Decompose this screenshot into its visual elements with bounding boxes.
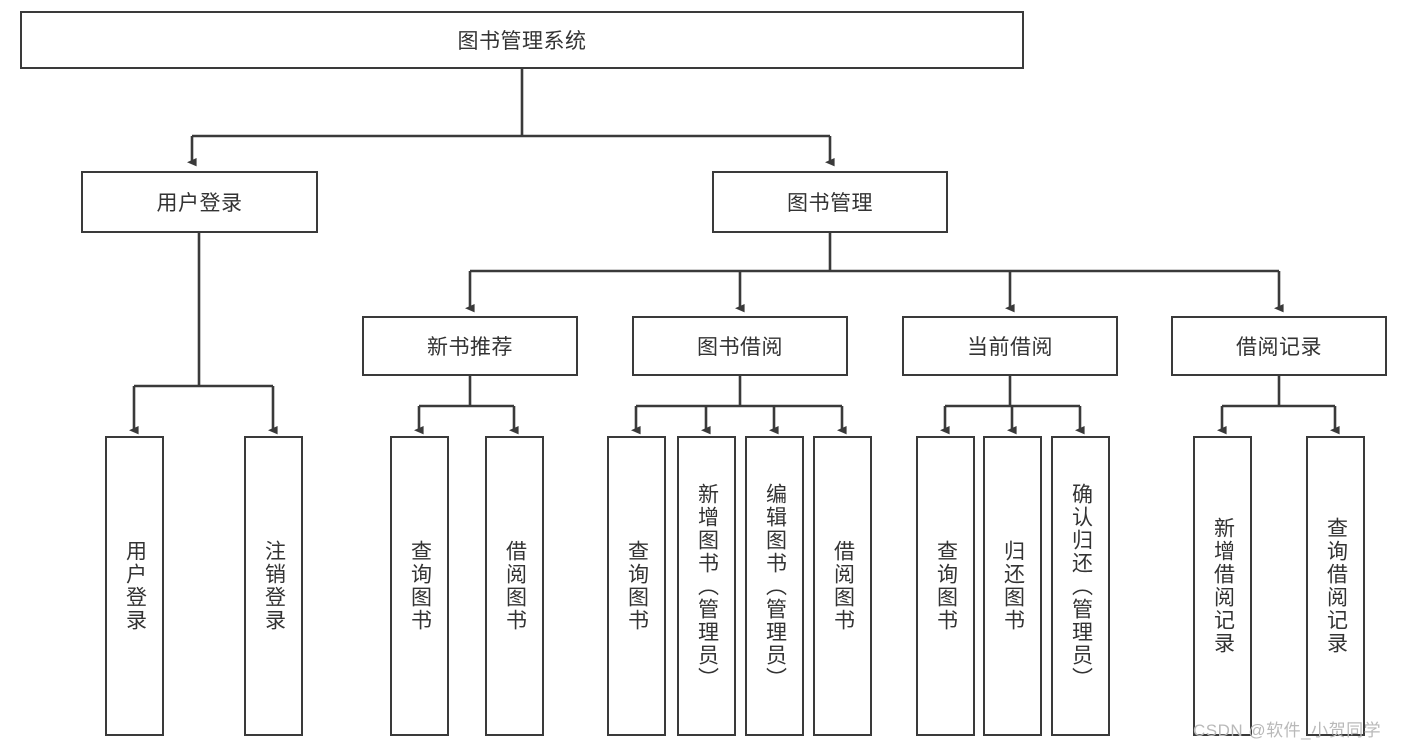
leaf-user-login-2-label: 注销登录 [262, 540, 286, 632]
node-book-borrow-label: 图书借阅 [697, 336, 783, 359]
node-user-login-label: 用户登录 [156, 192, 243, 215]
leaf-borrow-record-1[interactable]: 新增借阅记录 [1193, 436, 1252, 736]
leaf-current-borrow-3-label: 确认归还（管理员） [1069, 482, 1093, 690]
node-new-book-recommend-label: 新书推荐 [427, 336, 513, 359]
leaf-borrow-record-2[interactable]: 查询借阅记录 [1306, 436, 1365, 736]
node-book-borrow[interactable]: 图书借阅 [632, 316, 848, 376]
node-book-manage[interactable]: 图书管理 [712, 171, 948, 233]
csdn-watermark: CSDN @软件_小贺同学 [1193, 721, 1382, 740]
leaf-borrow-record-1-label: 新增借阅记录 [1211, 517, 1235, 655]
node-user-login[interactable]: 用户登录 [81, 171, 318, 233]
leaf-book-borrow-4-label: 借阅图书 [831, 540, 855, 632]
leaf-current-borrow-3[interactable]: 确认归还（管理员） [1051, 436, 1110, 736]
leaf-book-borrow-2[interactable]: 新增图书（管理员） [677, 436, 736, 736]
leaf-current-borrow-1-label: 查询图书 [934, 540, 958, 632]
leaf-user-login-1[interactable]: 用户登录 [105, 436, 164, 736]
node-borrow-record-label: 借阅记录 [1236, 336, 1322, 359]
leaf-book-borrow-1-label: 查询图书 [625, 540, 649, 632]
leaf-book-borrow-1[interactable]: 查询图书 [607, 436, 666, 736]
leaf-book-borrow-3[interactable]: 编辑图书（管理员） [745, 436, 804, 736]
leaf-user-login-2[interactable]: 注销登录 [244, 436, 303, 736]
node-current-borrow[interactable]: 当前借阅 [902, 316, 1118, 376]
leaf-new-book-1-label: 查询图书 [408, 540, 432, 632]
leaf-current-borrow-2-label: 归还图书 [1001, 540, 1025, 632]
node-root-label: 图书管理系统 [457, 30, 587, 53]
node-root[interactable]: 图书管理系统 [20, 11, 1024, 69]
leaf-book-borrow-2-label: 新增图书（管理员） [695, 482, 719, 690]
node-current-borrow-label: 当前借阅 [967, 336, 1053, 359]
leaf-new-book-2[interactable]: 借阅图书 [485, 436, 544, 736]
node-borrow-record[interactable]: 借阅记录 [1171, 316, 1387, 376]
leaf-book-borrow-4[interactable]: 借阅图书 [813, 436, 872, 736]
leaf-book-borrow-3-label: 编辑图书（管理员） [763, 482, 787, 690]
leaf-borrow-record-2-label: 查询借阅记录 [1324, 517, 1348, 655]
leaf-user-login-1-label: 用户登录 [123, 540, 147, 632]
node-book-manage-label: 图书管理 [787, 192, 873, 215]
node-new-book-recommend[interactable]: 新书推荐 [362, 316, 578, 376]
leaf-current-borrow-2[interactable]: 归还图书 [983, 436, 1042, 736]
leaf-current-borrow-1[interactable]: 查询图书 [916, 436, 975, 736]
leaf-new-book-1[interactable]: 查询图书 [390, 436, 449, 736]
leaf-new-book-2-label: 借阅图书 [503, 540, 527, 632]
